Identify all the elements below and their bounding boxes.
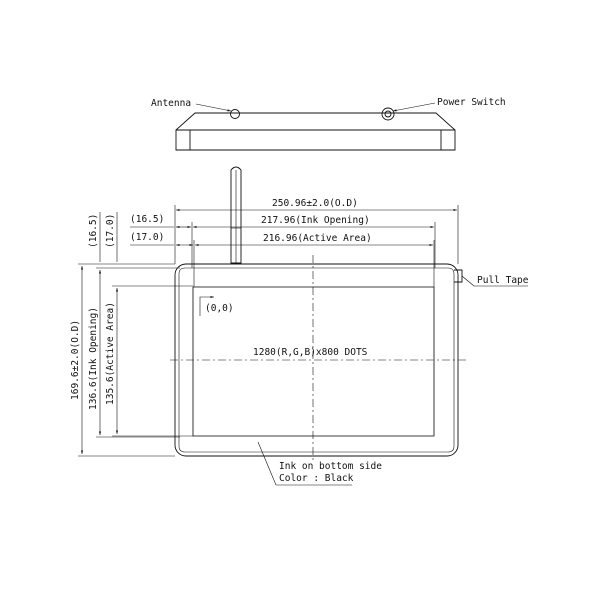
ink-note-leader: [257, 441, 277, 486]
offset-17-0-h-label: (17.0): [130, 232, 164, 243]
outline-height-label: 169.6±2.0(O.D): [70, 320, 81, 400]
horizontal-dimensions: [130, 205, 459, 287]
top-view: [175, 102, 456, 151]
ink-note-line2: Color : Black: [279, 473, 354, 484]
origin-label: (0,0): [205, 303, 234, 314]
vertical-dimensions: [78, 212, 193, 457]
top-view-base: [175, 129, 456, 151]
active-area: [192, 286, 435, 437]
power-switch-label: Power Switch: [437, 97, 506, 108]
ink-opening-width-label: 217.96(Ink Opening): [261, 215, 370, 226]
power-switch-leader: [392, 102, 436, 112]
antenna-label: Antenna: [151, 98, 191, 109]
antenna-icon: [230, 109, 240, 119]
resolution-label: 1280(R,G,B)x800 DOTS: [253, 347, 368, 358]
power-switch-icon: [381, 107, 395, 121]
offset-16-5-h-label: (16.5): [130, 214, 164, 225]
antenna: [230, 166, 242, 264]
power-switch-inner-icon: [384, 110, 392, 118]
antenna-leader: [195, 103, 232, 112]
origin-marker: [199, 295, 214, 316]
outline-width-label: 250.96±2.0(O.D): [272, 198, 358, 209]
offset-16-5-v-label: (16.5): [88, 214, 99, 248]
pull-tape-leader: [461, 275, 475, 287]
active-area-height-label: 135.6(Active Area): [105, 302, 116, 405]
ink-opening-height-label: 136.6(Ink Opening): [88, 307, 99, 410]
ink-note-line1: Ink on bottom side: [279, 461, 382, 472]
front-view: [170, 255, 528, 486]
pull-tape-label: Pull Tape: [477, 275, 529, 286]
active-area-width-label: 216.96(Active Area): [263, 233, 372, 244]
offset-17-0-v-label: (17.0): [105, 214, 116, 248]
top-view-chamfer: [175, 112, 456, 131]
antenna-body: [230, 166, 242, 264]
